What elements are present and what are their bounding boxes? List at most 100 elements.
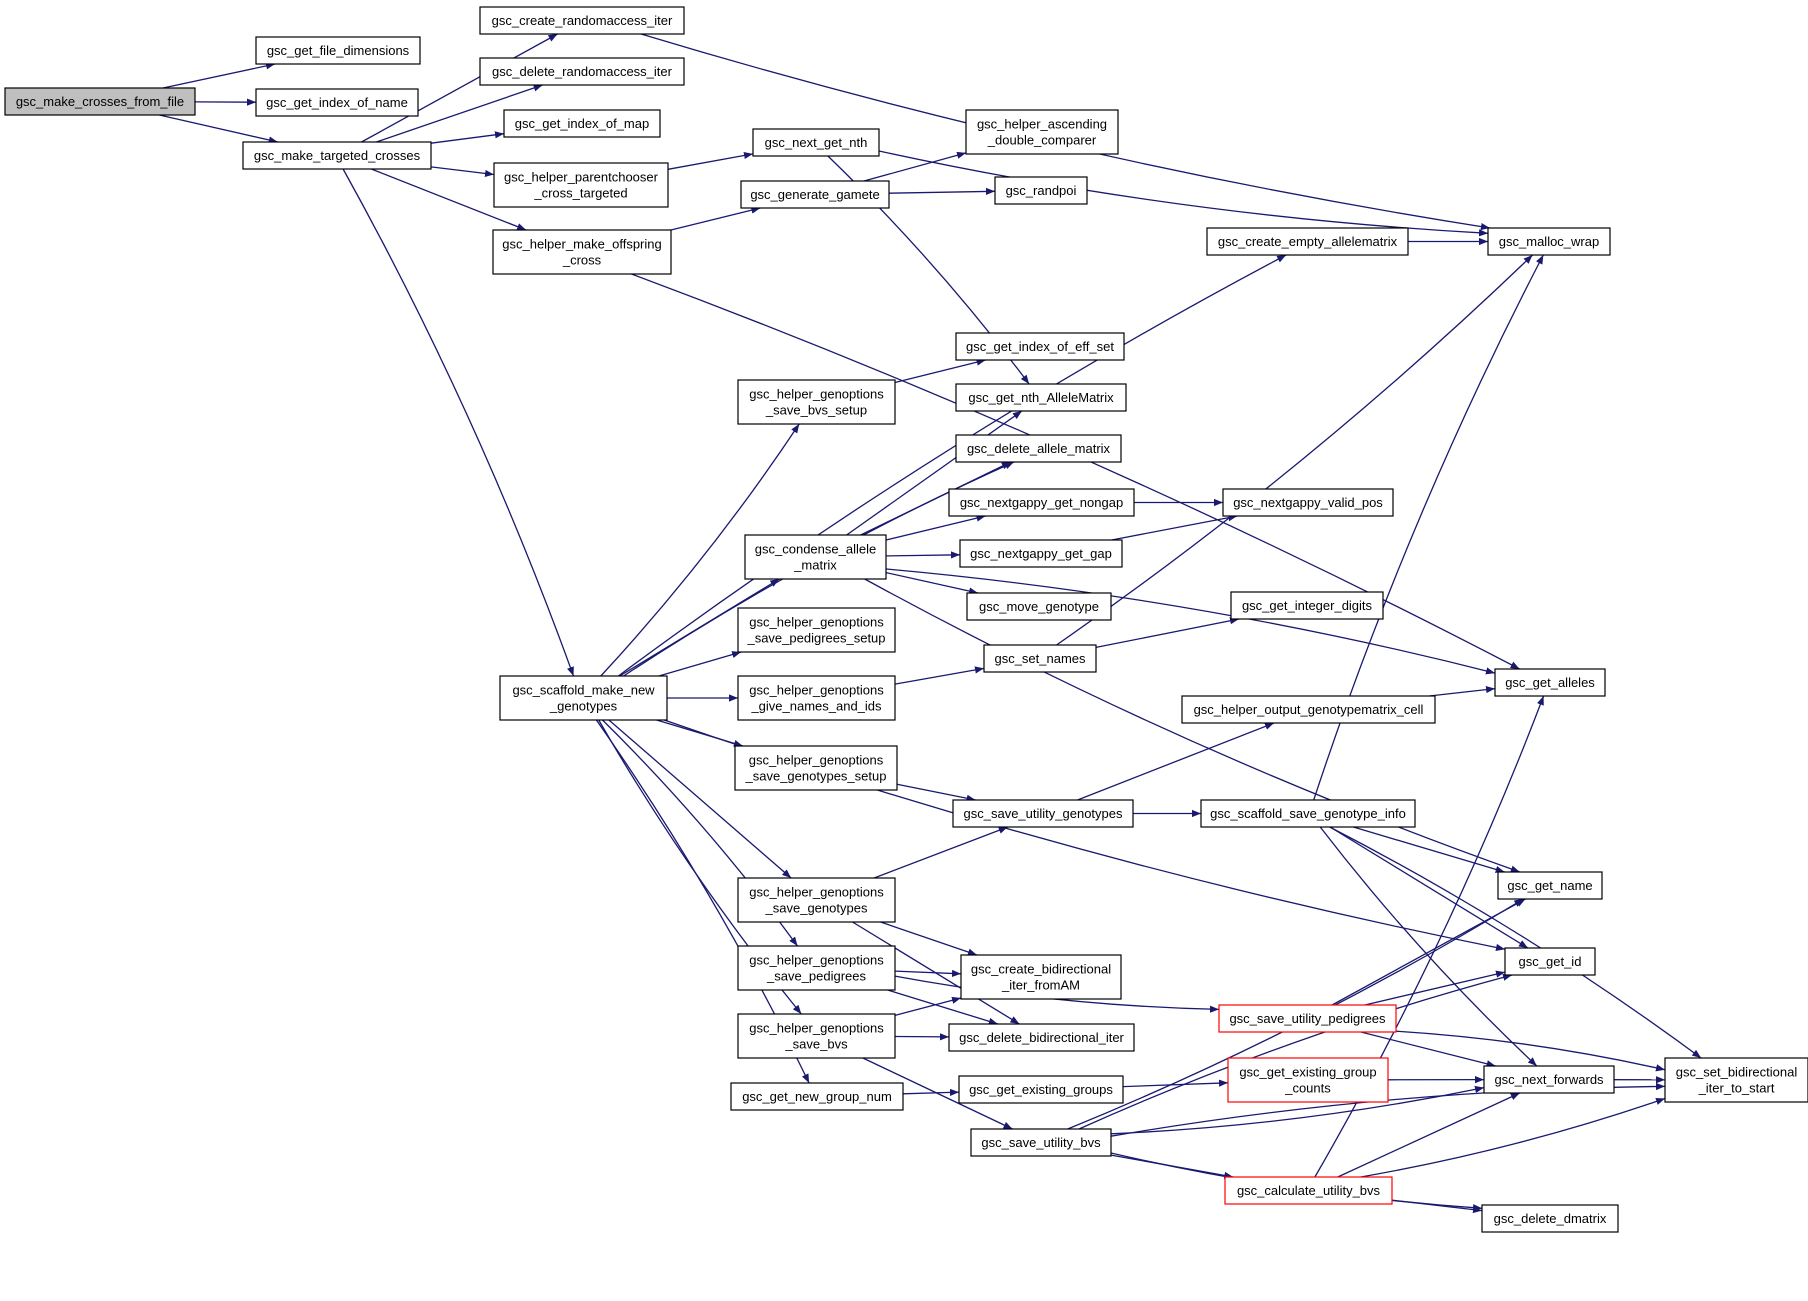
node-get_alleles[interactable]: gsc_get_alleles [1494, 668, 1606, 697]
node-save_utility_pedigrees[interactable]: gsc_save_utility_pedigrees [1218, 1004, 1397, 1033]
edge-line [880, 921, 978, 956]
node-malloc_wrap[interactable]: gsc_malloc_wrap [1487, 227, 1611, 256]
node-scaffold_save_genotype_info[interactable]: gsc_scaffold_save_genotype_info [1200, 799, 1416, 828]
edge-line [371, 168, 527, 231]
node-label: _save_genotypes [765, 901, 868, 916]
node-label: gsc_set_names [994, 651, 1086, 666]
node-get_nth_AlleleMatrix[interactable]: gsc_get_nth_AlleleMatrix [955, 383, 1127, 412]
node-set_names[interactable]: gsc_set_names [983, 644, 1097, 673]
edge-line [1122, 1079, 1229, 1088]
node-box [1218, 1004, 1397, 1033]
node-box [1483, 1065, 1615, 1094]
node-label: gsc_nextgappy_get_nongap [960, 495, 1123, 510]
node-helper_ascending[interactable]: gsc_helper_ascending_double_comparer [965, 109, 1119, 155]
node-helper_genoptions_save_genotypes[interactable]: gsc_helper_genoptions_save_genotypes [737, 877, 896, 923]
node-helper_make_offspring[interactable]: gsc_helper_make_offspring_cross [492, 229, 672, 275]
call-edge-save_utility_genotypes-to-helper_output_genotypematrix_cell [1077, 722, 1275, 801]
call-edge-helper_make_offspring-to-generate_gamete [670, 206, 761, 231]
node-make_crosses_from_file[interactable]: gsc_make_crosses_from_file [4, 87, 196, 116]
node-box [1504, 947, 1596, 976]
node-box [730, 1082, 904, 1111]
edge-line [864, 578, 1521, 873]
node-set_bidirectional_iter_to_start[interactable]: gsc_set_bidirectional_iter_to_start [1664, 1057, 1808, 1103]
node-label: gsc_scaffold_save_genotype_info [1210, 806, 1406, 821]
node-label: gsc_condense_allele [755, 542, 876, 557]
node-get_file_dimensions[interactable]: gsc_get_file_dimensions [255, 36, 421, 65]
edge-line [887, 989, 998, 1025]
node-get_index_of_eff_set[interactable]: gsc_get_index_of_eff_set [955, 332, 1125, 361]
node-create_bidirectional_iter_fromAM[interactable]: gsc_create_bidirectional_iter_fromAM [960, 954, 1122, 1000]
node-generate_gamete[interactable]: gsc_generate_gamete [740, 180, 890, 209]
node-save_utility_bvs[interactable]: gsc_save_utility_bvs [970, 1128, 1112, 1157]
node-label: gsc_get_index_of_map [515, 116, 649, 131]
node-scaffold_make_new_genotypes[interactable]: gsc_scaffold_make_new_genotypes [499, 675, 668, 721]
node-next_forwards[interactable]: gsc_next_forwards [1483, 1065, 1615, 1094]
node-helper_genoptions_save_genotypes_setup[interactable]: gsc_helper_genoptions_save_genotypes_set… [734, 745, 898, 791]
node-box [1206, 227, 1409, 256]
node-box [737, 607, 896, 653]
call-edge-condense_allele_matrix-to-nextgappy_get_gap [885, 551, 961, 559]
node-nextgappy_get_gap[interactable]: gsc_nextgappy_get_gap [959, 539, 1123, 568]
node-delete_bidirectional_iter[interactable]: gsc_delete_bidirectional_iter [948, 1023, 1135, 1052]
node-label: _double_comparer [987, 133, 1097, 148]
node-box [959, 539, 1123, 568]
call-edge-helper_genoptions_save_genotypes-to-save_utility_genotypes [873, 826, 1008, 879]
node-box [499, 675, 668, 721]
node-helper_parentchooser[interactable]: gsc_helper_parentchooser_cross_targeted [493, 162, 669, 208]
node-save_utility_genotypes[interactable]: gsc_save_utility_genotypes [952, 799, 1134, 828]
node-helper_genoptions_save_bvs[interactable]: gsc_helper_genoptions_save_bvs [737, 1013, 896, 1059]
node-move_genotype[interactable]: gsc_move_genotype [966, 592, 1112, 621]
call-edge-scaffold_make_new_genotypes-to-helper_genoptions_save_bvs_setup [600, 423, 800, 677]
edge-line [885, 571, 979, 595]
node-box [1494, 668, 1606, 697]
node-box [1481, 1204, 1619, 1233]
node-box [1230, 591, 1384, 620]
node-label: gsc_get_integer_digits [1242, 598, 1373, 613]
node-calculate_utility_bvs[interactable]: gsc_calculate_utility_bvs [1224, 1176, 1393, 1205]
node-helper_genoptions_save_bvs_setup[interactable]: gsc_helper_genoptions_save_bvs_setup [737, 379, 896, 425]
edge-line [1095, 617, 1240, 649]
node-helper_genoptions_save_pedigrees_setup[interactable]: gsc_helper_genoptions_save_pedigrees_set… [737, 607, 896, 653]
edge-line [873, 826, 1008, 879]
node-label: gsc_create_bidirectional [971, 962, 1111, 977]
node-condense_allele_matrix[interactable]: gsc_condense_allele_matrix [744, 534, 887, 580]
node-label: gsc_scaffold_make_new [512, 683, 655, 698]
node-delete_allele_matrix[interactable]: gsc_delete_allele_matrix [955, 434, 1122, 463]
node-get_new_group_num[interactable]: gsc_get_new_group_num [730, 1082, 904, 1111]
node-create_randomaccess_iter[interactable]: gsc_create_randomaccess_iter [479, 6, 685, 35]
node-get_index_of_map[interactable]: gsc_get_index_of_map [503, 109, 661, 138]
node-box [744, 534, 887, 580]
node-label: gsc_get_id [1519, 954, 1582, 969]
node-label: gsc_make_targeted_crosses [254, 148, 421, 163]
node-box [960, 954, 1122, 1000]
node-nextgappy_valid_pos[interactable]: gsc_nextgappy_valid_pos [1222, 488, 1394, 517]
edge-line [1364, 970, 1506, 1006]
call-edge-set_names-to-get_integer_digits [1095, 617, 1240, 649]
edge-layer [159, 33, 1702, 1214]
node-delete_dmatrix[interactable]: gsc_delete_dmatrix [1481, 1204, 1619, 1233]
node-helper_output_genotypematrix_cell[interactable]: gsc_helper_output_genotypematrix_cell [1181, 695, 1436, 724]
node-make_targeted_crosses[interactable]: gsc_make_targeted_crosses [242, 141, 432, 170]
node-helper_genoptions_give_names[interactable]: gsc_helper_genoptions_give_names_and_ids [737, 675, 896, 721]
node-get_id[interactable]: gsc_get_id [1504, 947, 1596, 976]
node-randpoi[interactable]: gsc_randpoi [994, 176, 1088, 205]
edge-line [1329, 826, 1702, 1059]
node-get_integer_digits[interactable]: gsc_get_integer_digits [1230, 591, 1384, 620]
node-box [1664, 1057, 1808, 1103]
call-edge-condense_allele_matrix-to-get_name [864, 578, 1521, 873]
node-get_existing_group_counts[interactable]: gsc_get_existing_group_counts [1227, 1057, 1389, 1103]
node-create_empty_allelematrix[interactable]: gsc_create_empty_allelematrix [1206, 227, 1409, 256]
node-get_name[interactable]: gsc_get_name [1497, 871, 1603, 900]
edge-line [376, 84, 543, 143]
node-label: gsc_get_file_dimensions [267, 43, 410, 58]
node-get_index_of_name[interactable]: gsc_get_index_of_name [255, 88, 419, 117]
node-delete_randomaccess_iter[interactable]: gsc_delete_randomaccess_iter [479, 57, 685, 86]
node-nextgappy_get_nongap[interactable]: gsc_nextgappy_get_nongap [948, 488, 1135, 517]
node-get_existing_groups[interactable]: gsc_get_existing_groups [958, 1075, 1124, 1104]
node-layer: gsc_make_crosses_from_file gsc_get_file_d… [4, 6, 1808, 1233]
node-box [970, 1128, 1112, 1157]
node-box [737, 877, 896, 923]
node-helper_genoptions_save_pedigrees[interactable]: gsc_helper_genoptions_save_pedigrees [737, 945, 896, 991]
node-box [737, 379, 896, 425]
node-next_get_nth[interactable]: gsc_next_get_nth [752, 128, 880, 157]
